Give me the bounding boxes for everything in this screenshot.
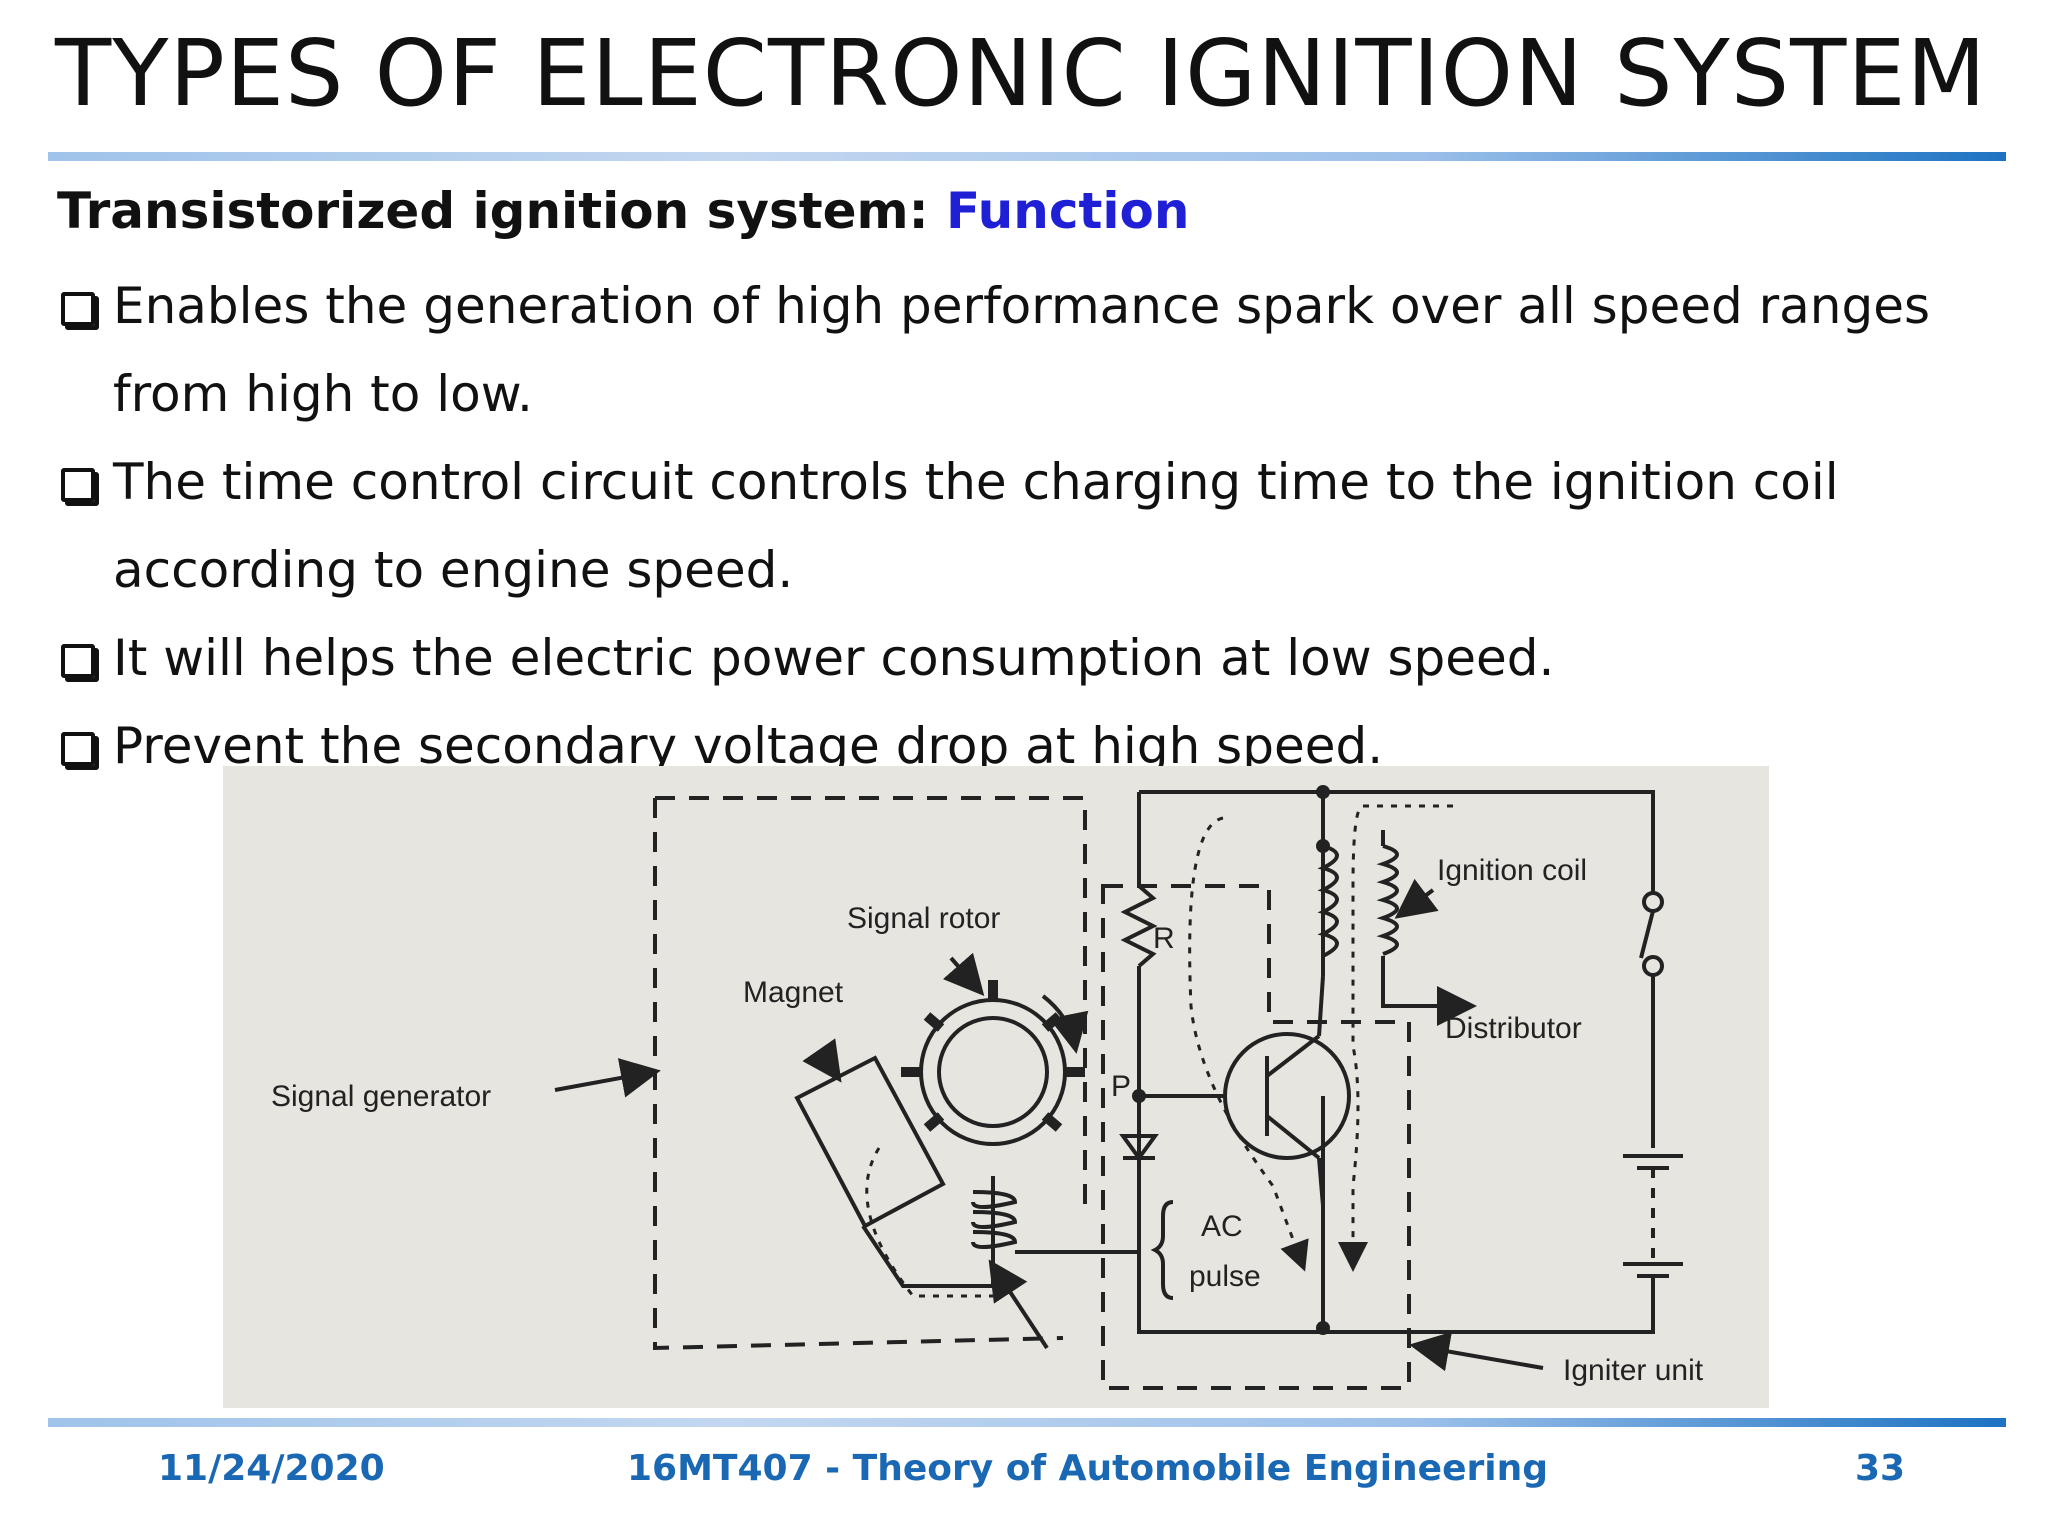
slide-title: TYPES OF ELECTRONIC IGNITION SYSTEM bbox=[55, 20, 1987, 127]
bullet-item: Prevent the secondary voltage drop at hi… bbox=[57, 702, 2017, 790]
label-distributor: Distributor bbox=[1445, 1012, 1582, 1045]
footer-date: 11/24/2020 bbox=[158, 1448, 385, 1489]
bullet-item: It will helps the electric power consump… bbox=[57, 614, 2017, 702]
footer-page-number: 33 bbox=[1855, 1448, 1906, 1489]
label-igniter-unit: Igniter unit bbox=[1563, 1354, 1704, 1387]
label-ignition-coil: Ignition coil bbox=[1437, 854, 1587, 887]
primary-coil-symbol bbox=[1317, 844, 1339, 958]
bullet-item: Enables the generation of high performan… bbox=[57, 262, 2017, 438]
magnet-symbol bbox=[794, 1055, 946, 1229]
checkbox-bullet-icon bbox=[61, 644, 95, 678]
bullet-item: The time control circuit controls the ch… bbox=[57, 438, 2017, 614]
bullet-text: Prevent the secondary voltage drop at hi… bbox=[113, 717, 1384, 775]
label-signal-generator: Signal generator bbox=[271, 1080, 491, 1113]
positive-supply-wire bbox=[1139, 790, 1655, 892]
signal-generator-boundary bbox=[653, 796, 1087, 1351]
bullet-list: Enables the generation of high performan… bbox=[57, 262, 2017, 790]
diode-symbol bbox=[1119, 1134, 1159, 1162]
label-ac: AC bbox=[1201, 1210, 1243, 1243]
transistor-symbol bbox=[1223, 1032, 1351, 1160]
checkbox-bullet-icon bbox=[61, 292, 95, 326]
label-pulse: pulse bbox=[1189, 1260, 1261, 1293]
bullet-text: It will helps the electric power consump… bbox=[113, 629, 1555, 687]
label-resistor: R bbox=[1153, 922, 1175, 955]
footer-course-title: 16MT407 - Theory of Automobile Engineeri… bbox=[627, 1448, 1549, 1489]
igniter-unit-boundary bbox=[1101, 884, 1411, 1390]
label-signal-rotor: Signal rotor bbox=[847, 902, 1000, 935]
label-magnet: Magnet bbox=[743, 976, 844, 1009]
resistor-symbol bbox=[1120, 884, 1158, 968]
secondary-coil-symbol bbox=[1376, 844, 1399, 956]
bullet-text: The time control circuit controls the ch… bbox=[113, 453, 1839, 599]
circuit-diagram-svg: Signal generator Magnet Signal rotor R P… bbox=[271, 785, 1704, 1390]
signal-rotor-symbol bbox=[919, 998, 1068, 1146]
ignition-circuit-diagram: Signal generator Magnet Signal rotor R P… bbox=[223, 766, 1769, 1408]
bullet-text: Enables the generation of high performan… bbox=[113, 277, 1931, 423]
label-point-p: P bbox=[1111, 1070, 1131, 1103]
section-heading: Transistorized ignition system: Function bbox=[57, 182, 1190, 240]
footer-divider bbox=[48, 1418, 2006, 1427]
section-heading-label: Transistorized ignition system: bbox=[57, 182, 947, 240]
checkbox-bullet-icon bbox=[61, 732, 95, 766]
section-heading-accent: Function bbox=[946, 182, 1190, 240]
checkbox-bullet-icon bbox=[61, 468, 95, 502]
title-divider bbox=[48, 152, 2006, 161]
